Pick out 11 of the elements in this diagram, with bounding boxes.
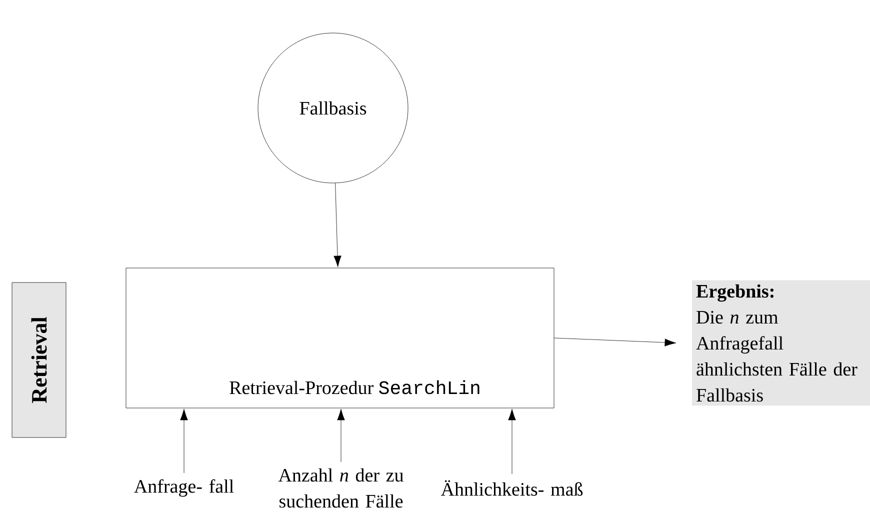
- arrow: [554, 338, 676, 346]
- arrow: [337, 408, 345, 462]
- input-label: Anzahl n der zu suchenden Fälle: [278, 468, 404, 508]
- input-label: Ähnlichkeits- maß: [440, 480, 583, 496]
- input-label: Anfrage- fall: [134, 479, 234, 497]
- section-tab: Retrieval: [12, 282, 66, 438]
- process-box: Retrieval-Prozedur SearchLin: [126, 268, 554, 408]
- arrow: [334, 182, 342, 268]
- result-box: Ergebnis: Die n zum Anfragefall ähnlichsten Fälle der Fallbasis: [692, 280, 870, 406]
- arrow: [508, 408, 516, 474]
- arrow: [180, 408, 188, 474]
